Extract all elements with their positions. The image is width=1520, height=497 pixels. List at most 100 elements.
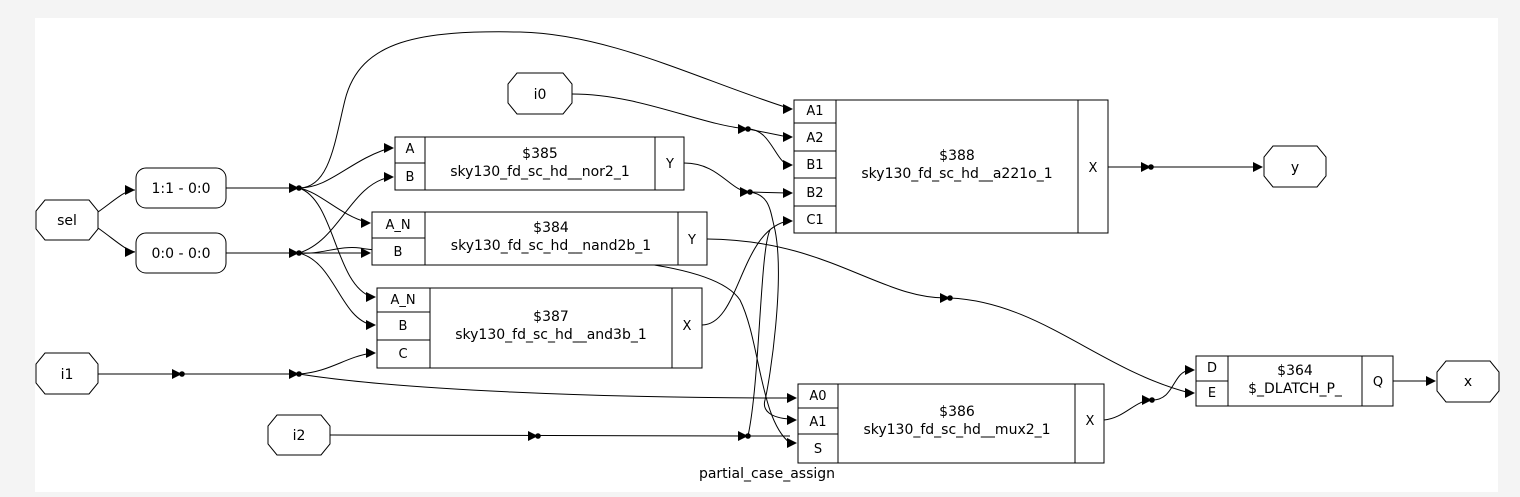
cell-type: sky130_fd_sc_hd__mux2_1 — [863, 422, 1050, 438]
wire-i2-to-s-388 — [747, 229, 771, 437]
slice-1-1[interactable]: 1:1 - 0:0 — [135, 167, 227, 209]
slice-0-0[interactable]: 0:0 - 0:0 — [135, 232, 227, 274]
port-i0[interactable]: i0 — [507, 72, 573, 115]
diagram-background — [35, 18, 1498, 492]
arrowhead — [384, 172, 394, 182]
pin-b2: B2 — [806, 186, 823, 201]
pin-b1: B1 — [806, 158, 823, 173]
arrowhead — [1141, 162, 1151, 172]
arrowhead — [738, 431, 748, 441]
wire-nand2b-to-e-364 — [949, 297, 1191, 394]
cell-type: sky130_fd_sc_hd__and3b_1 — [455, 327, 647, 343]
pin-a-n: A_N — [390, 293, 415, 308]
pin-c1: C1 — [806, 213, 823, 228]
slice-1-1-label: 1:1 - 0:0 — [151, 181, 210, 197]
cell-id: $364 — [1277, 363, 1313, 379]
pin-b: B — [394, 245, 403, 260]
arrowhead — [1426, 376, 1436, 386]
arrowhead — [384, 143, 394, 153]
arrowhead — [783, 188, 793, 198]
pin-a1: A1 — [806, 104, 823, 119]
cell-386-mux2[interactable]: A0 A1 S X $386 sky130_fd_sc_hd__mux2_1 — [797, 383, 1105, 464]
arrowheads — [125, 104, 1436, 448]
cell-id: $387 — [533, 309, 569, 325]
cell-id: $386 — [939, 404, 975, 420]
cell-387-and3b[interactable]: A_N B C X $387 sky130_fd_sc_hd__and3b_1 — [376, 287, 703, 369]
arrowhead — [740, 187, 750, 197]
wire-i1-to-c-387 — [298, 352, 373, 375]
port-i1-label: i1 — [61, 367, 74, 383]
wire-nor2-to-b2-388 — [749, 191, 789, 194]
arrowhead — [787, 415, 797, 425]
pin-a2: A2 — [806, 131, 823, 146]
arrowhead — [783, 216, 793, 226]
cell-type: sky130_fd_sc_hd__nor2_1 — [450, 164, 629, 180]
pin-x: X — [1089, 161, 1098, 176]
wire-nand2b-y — [706, 238, 951, 299]
arrowhead — [528, 431, 538, 441]
pin-y: Y — [687, 233, 696, 248]
wire-i1-to-a0-386 — [298, 373, 791, 399]
arrowhead — [289, 183, 299, 193]
port-i0-label: i0 — [534, 87, 547, 103]
arrowhead — [289, 248, 299, 258]
port-y[interactable]: y — [1263, 145, 1327, 188]
cell-364-dlatch[interactable]: D E Q $364 $_DLATCH_P_ — [1195, 355, 1394, 407]
pin-x: X — [1086, 414, 1095, 429]
wire-nor2-to-a1-386 — [749, 191, 791, 420]
port-x[interactable]: x — [1436, 360, 1500, 403]
module-title: partial_case_assign — [699, 466, 835, 482]
port-sel-label: sel — [57, 213, 77, 229]
cell-id: $385 — [522, 146, 558, 162]
cell-388-a221o[interactable]: A1 A2 B1 B2 C1 X $388 sky130_fd_sc_hd__a… — [793, 99, 1109, 234]
pin-q: Q — [1373, 375, 1383, 390]
arrowhead — [361, 248, 371, 258]
cell-id: $388 — [939, 148, 975, 164]
arrowhead — [366, 320, 376, 330]
arrowhead — [783, 160, 793, 170]
arrowhead — [361, 218, 371, 228]
pin-b: B — [399, 319, 408, 334]
pin-a0: A0 — [809, 389, 826, 404]
arrowhead — [787, 438, 797, 448]
arrowhead — [783, 104, 793, 114]
arrowhead — [787, 393, 797, 403]
cell-385-nor2[interactable]: A B Y $385 sky130_fd_sc_hd__nor2_1 — [394, 136, 685, 191]
wire-s00-to-b-385 — [298, 176, 391, 254]
arrowhead — [289, 369, 299, 379]
arrowhead — [738, 124, 748, 134]
port-sel[interactable]: sel — [35, 199, 99, 241]
pin-y: Y — [665, 157, 674, 172]
port-x-label: x — [1464, 374, 1472, 390]
wire-s11-to-an-387 — [298, 187, 373, 298]
pin-a-n: A_N — [385, 218, 410, 233]
port-i1[interactable]: i1 — [35, 352, 99, 395]
pin-a: A — [406, 142, 415, 157]
arrowhead — [940, 293, 950, 303]
slice-0-0-label: 0:0 - 0:0 — [151, 246, 210, 262]
wire-and3b-to-c1-388 — [701, 220, 789, 326]
pin-d: D — [1207, 361, 1217, 376]
arrowhead — [1253, 162, 1263, 172]
pin-a1: A1 — [809, 415, 826, 430]
pin-e: E — [1208, 386, 1216, 401]
pin-x: X — [683, 319, 692, 334]
pin-b: B — [406, 170, 415, 185]
arrowhead — [172, 369, 182, 379]
port-i2[interactable]: i2 — [267, 414, 331, 456]
pin-s: S — [814, 442, 822, 457]
port-y-label: y — [1291, 160, 1299, 176]
cell-id: $384 — [533, 220, 569, 236]
wire-s11-to-a-385 — [298, 147, 391, 189]
cell-type: sky130_fd_sc_hd__nand2b_1 — [451, 238, 651, 254]
pin-c: C — [398, 347, 407, 362]
wire-s11-to-an-384 — [298, 187, 367, 223]
port-i2-label: i2 — [293, 428, 306, 444]
arrowhead — [1142, 395, 1152, 405]
wire-s00-to-b-387 — [298, 252, 373, 326]
wire-s11-to-a1-388 — [298, 31, 789, 189]
arrowhead — [1185, 365, 1195, 375]
cell-384-nand2b[interactable]: A_N B Y $384 sky130_fd_sc_hd__nand2b_1 — [371, 211, 708, 266]
